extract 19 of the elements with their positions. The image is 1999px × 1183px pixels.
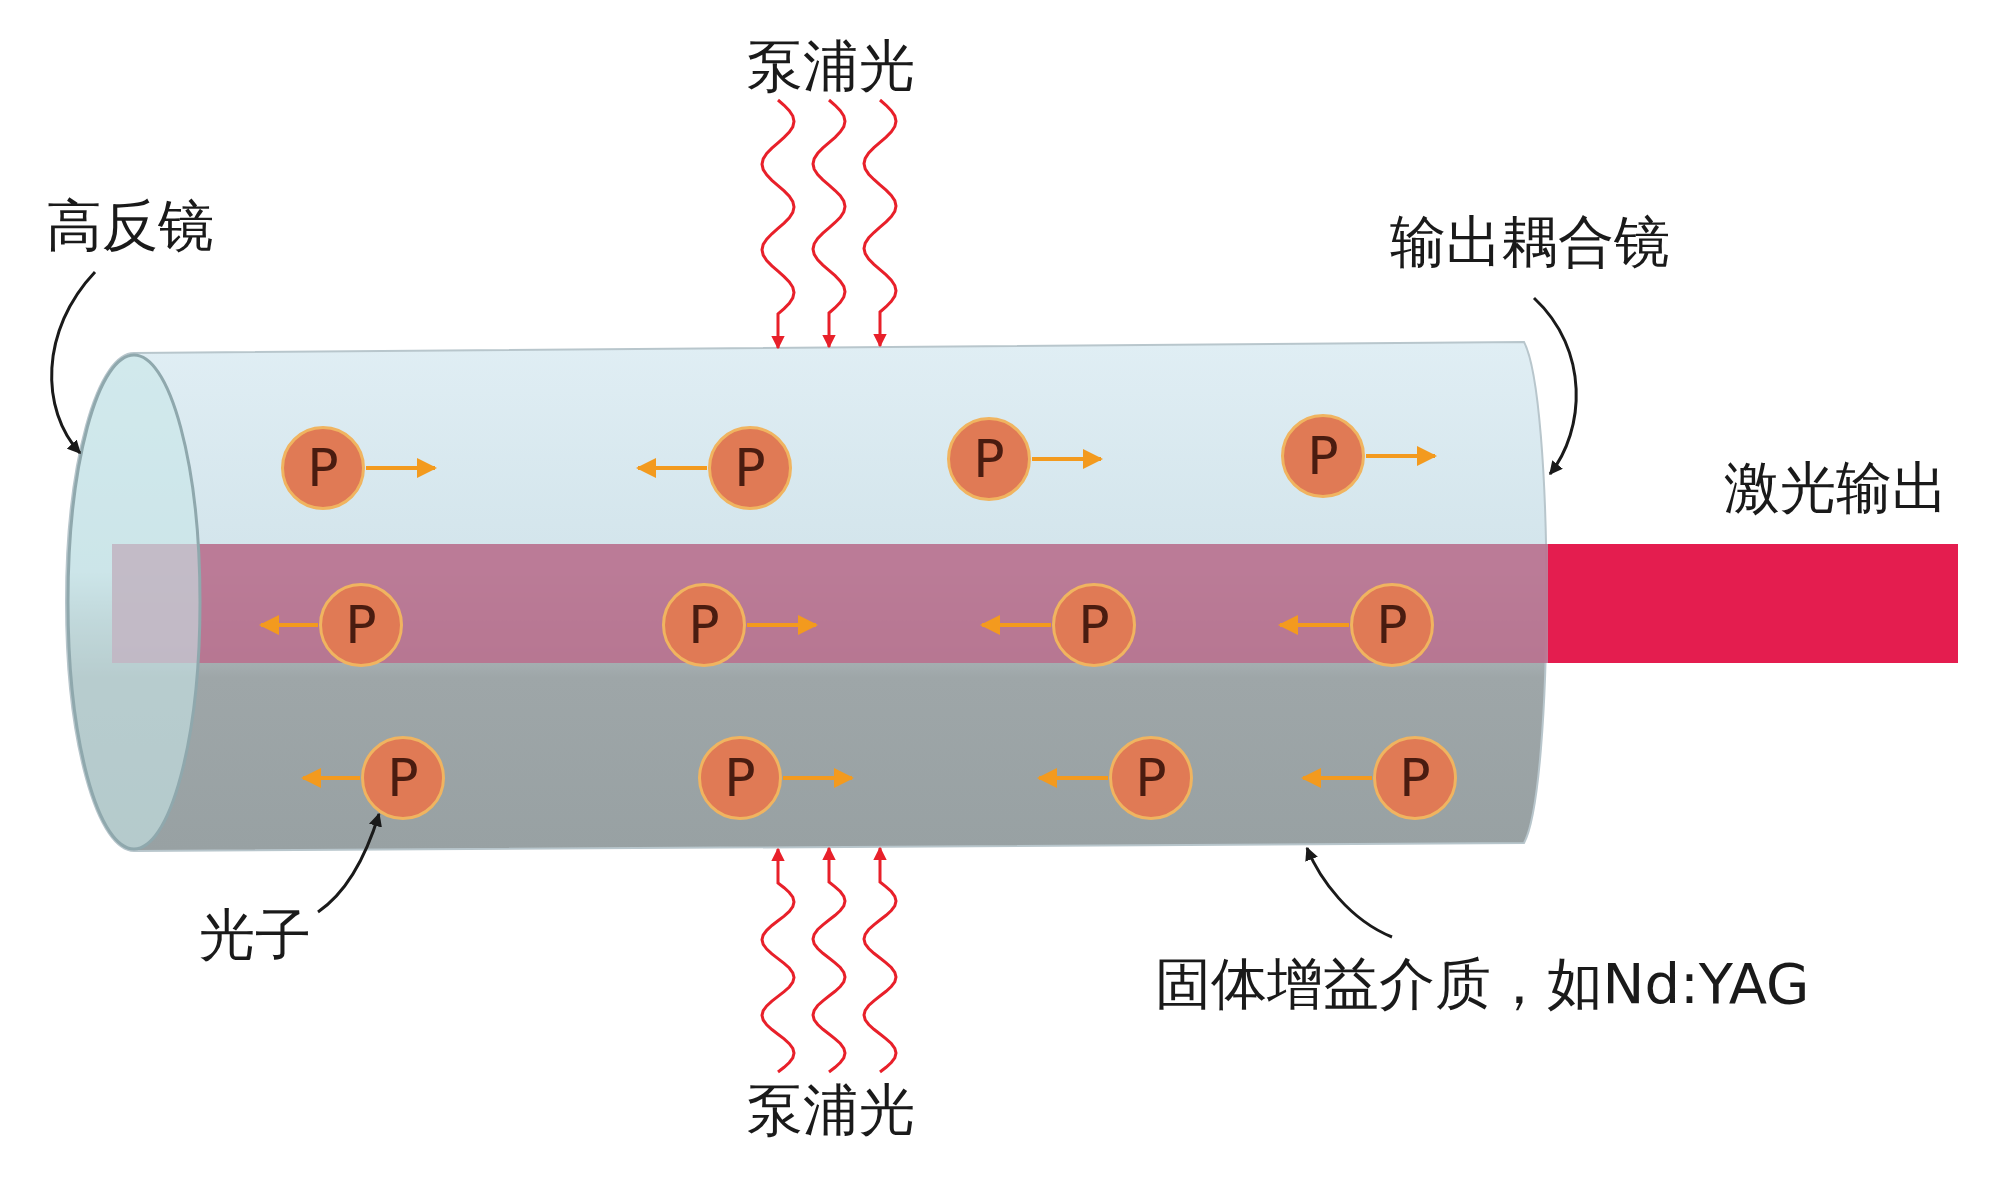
pump-light-arrow bbox=[760, 847, 796, 1074]
photon-label: 光子 bbox=[199, 904, 311, 966]
leader-line bbox=[1532, 296, 1578, 476]
pump-light-arrow bbox=[862, 846, 898, 1074]
mirror-label: 输出耦合镜 bbox=[1390, 211, 1670, 273]
mirror-label: 高反镜 bbox=[46, 195, 214, 257]
pump-light-label: 泵浦光 bbox=[747, 1079, 915, 1141]
medium-label: 固体增益介质，如Nd:YAG bbox=[1154, 953, 1810, 1015]
beam-label: 激光输出 bbox=[1724, 457, 1948, 519]
pump-light-label: 泵浦光 bbox=[747, 35, 915, 97]
laser-beam bbox=[1548, 544, 1958, 663]
leader-line bbox=[1305, 846, 1393, 939]
mirror-ellipse bbox=[66, 353, 202, 851]
pump-light-arrow bbox=[760, 98, 796, 350]
pump-light-arrow bbox=[811, 98, 847, 349]
leader-line bbox=[317, 812, 382, 914]
pump-light-arrow bbox=[811, 846, 847, 1074]
leader-line bbox=[50, 271, 97, 455]
pump-light-arrow bbox=[862, 98, 898, 348]
